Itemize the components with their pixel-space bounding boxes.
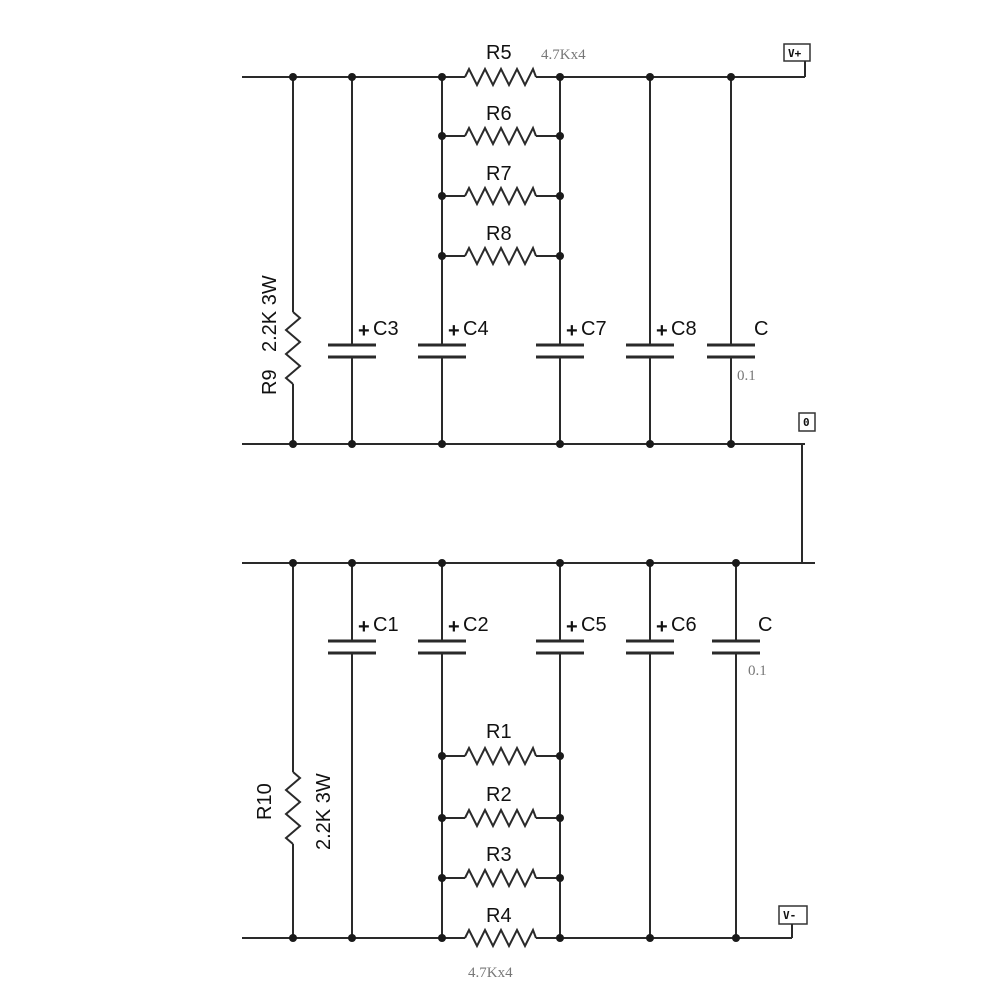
junction-dot: [348, 440, 356, 448]
r4-label: R4: [486, 905, 512, 927]
c4-label: C4: [463, 318, 489, 340]
junction-dot: [438, 752, 446, 760]
junction-dot: [438, 934, 446, 942]
r6-resistor: [464, 125, 537, 147]
junction-dot: [438, 874, 446, 882]
r9-resistor: [284, 311, 302, 385]
junction-dot: [727, 73, 735, 81]
junction-dot: [438, 192, 446, 200]
resistor-bank-bottom-value: 4.7Kx4: [468, 965, 513, 981]
junction-dot: [438, 252, 446, 260]
c-top-right-label: C: [754, 318, 768, 340]
junction-dot: [289, 440, 297, 448]
r7-label: R7: [486, 163, 512, 185]
junction-dot: [646, 73, 654, 81]
v-minus-terminal-label: V-: [783, 909, 796, 922]
c6-label: C6: [671, 614, 697, 636]
junction-dot: [732, 934, 740, 942]
junction-dot: [727, 440, 735, 448]
junction-dot: [556, 440, 564, 448]
c-bottom-right-value: 0.1: [748, 663, 767, 679]
r6-label: R6: [486, 103, 512, 125]
junction-dot: [556, 252, 564, 260]
r8-resistor: [464, 245, 537, 267]
junction-dot: [438, 440, 446, 448]
junction-dot: [348, 73, 356, 81]
junction-dot: [289, 559, 297, 567]
c2-label: C2: [463, 614, 489, 636]
r9-value: 2.2K 3W: [259, 275, 281, 352]
c7-label: C7: [581, 318, 607, 340]
c1-label: C1: [373, 614, 399, 636]
r3-resistor: [464, 867, 537, 889]
r5-label: R5: [486, 42, 512, 64]
junction-dot: [556, 73, 564, 81]
junction-dot: [732, 559, 740, 567]
junction-dot: [556, 192, 564, 200]
r1-resistor: [464, 745, 537, 767]
junction-dot: [556, 132, 564, 140]
c5-polarity: +: [566, 616, 578, 638]
c4-polarity: +: [448, 320, 460, 342]
r3-label: R3: [486, 844, 512, 866]
junction-dot: [289, 73, 297, 81]
v-plus-terminal: [783, 43, 811, 62]
c7-polarity: +: [566, 320, 578, 342]
c2-polarity: +: [448, 616, 460, 638]
r7-resistor: [464, 185, 537, 207]
junction-dot: [556, 559, 564, 567]
r4-resistor: [464, 927, 537, 949]
junction-dot: [438, 814, 446, 822]
junction-dot: [646, 934, 654, 942]
junction-dot: [556, 752, 564, 760]
r10-resistor: [284, 771, 302, 845]
r8-label: R8: [486, 223, 512, 245]
ground-terminal: [798, 412, 816, 432]
c3-polarity: +: [358, 320, 370, 342]
c5-label: C5: [581, 614, 607, 636]
r10-value: 2.2K 3W: [313, 773, 335, 850]
junction-dot: [438, 132, 446, 140]
r10-label: R10: [254, 783, 276, 820]
c1-polarity: +: [358, 616, 370, 638]
junction-dot: [438, 559, 446, 567]
v-plus-terminal-label: V+: [788, 47, 802, 60]
r1-label: R1: [486, 721, 512, 743]
junction-dot: [556, 874, 564, 882]
c6-polarity: +: [656, 616, 668, 638]
junction-dot: [348, 559, 356, 567]
junction-dot: [348, 934, 356, 942]
c-bottom-right-label: C: [758, 614, 772, 636]
c8-polarity: +: [656, 320, 668, 342]
junction-dot: [556, 814, 564, 822]
junction-dot: [556, 934, 564, 942]
c3-label: C3: [373, 318, 399, 340]
junction-dot: [438, 73, 446, 81]
r2-resistor: [464, 807, 537, 829]
resistor-bank-top-value: 4.7Kx4: [541, 47, 586, 63]
r5-resistor: [464, 66, 537, 88]
c8-label: C8: [671, 318, 697, 340]
junction-dot: [289, 934, 297, 942]
r9-label: R9: [259, 369, 281, 395]
ground-terminal-label: 0: [803, 416, 810, 429]
junction-dot: [646, 440, 654, 448]
r2-label: R2: [486, 784, 512, 806]
junction-dot: [646, 559, 654, 567]
c-top-right-value: 0.1: [737, 368, 756, 384]
